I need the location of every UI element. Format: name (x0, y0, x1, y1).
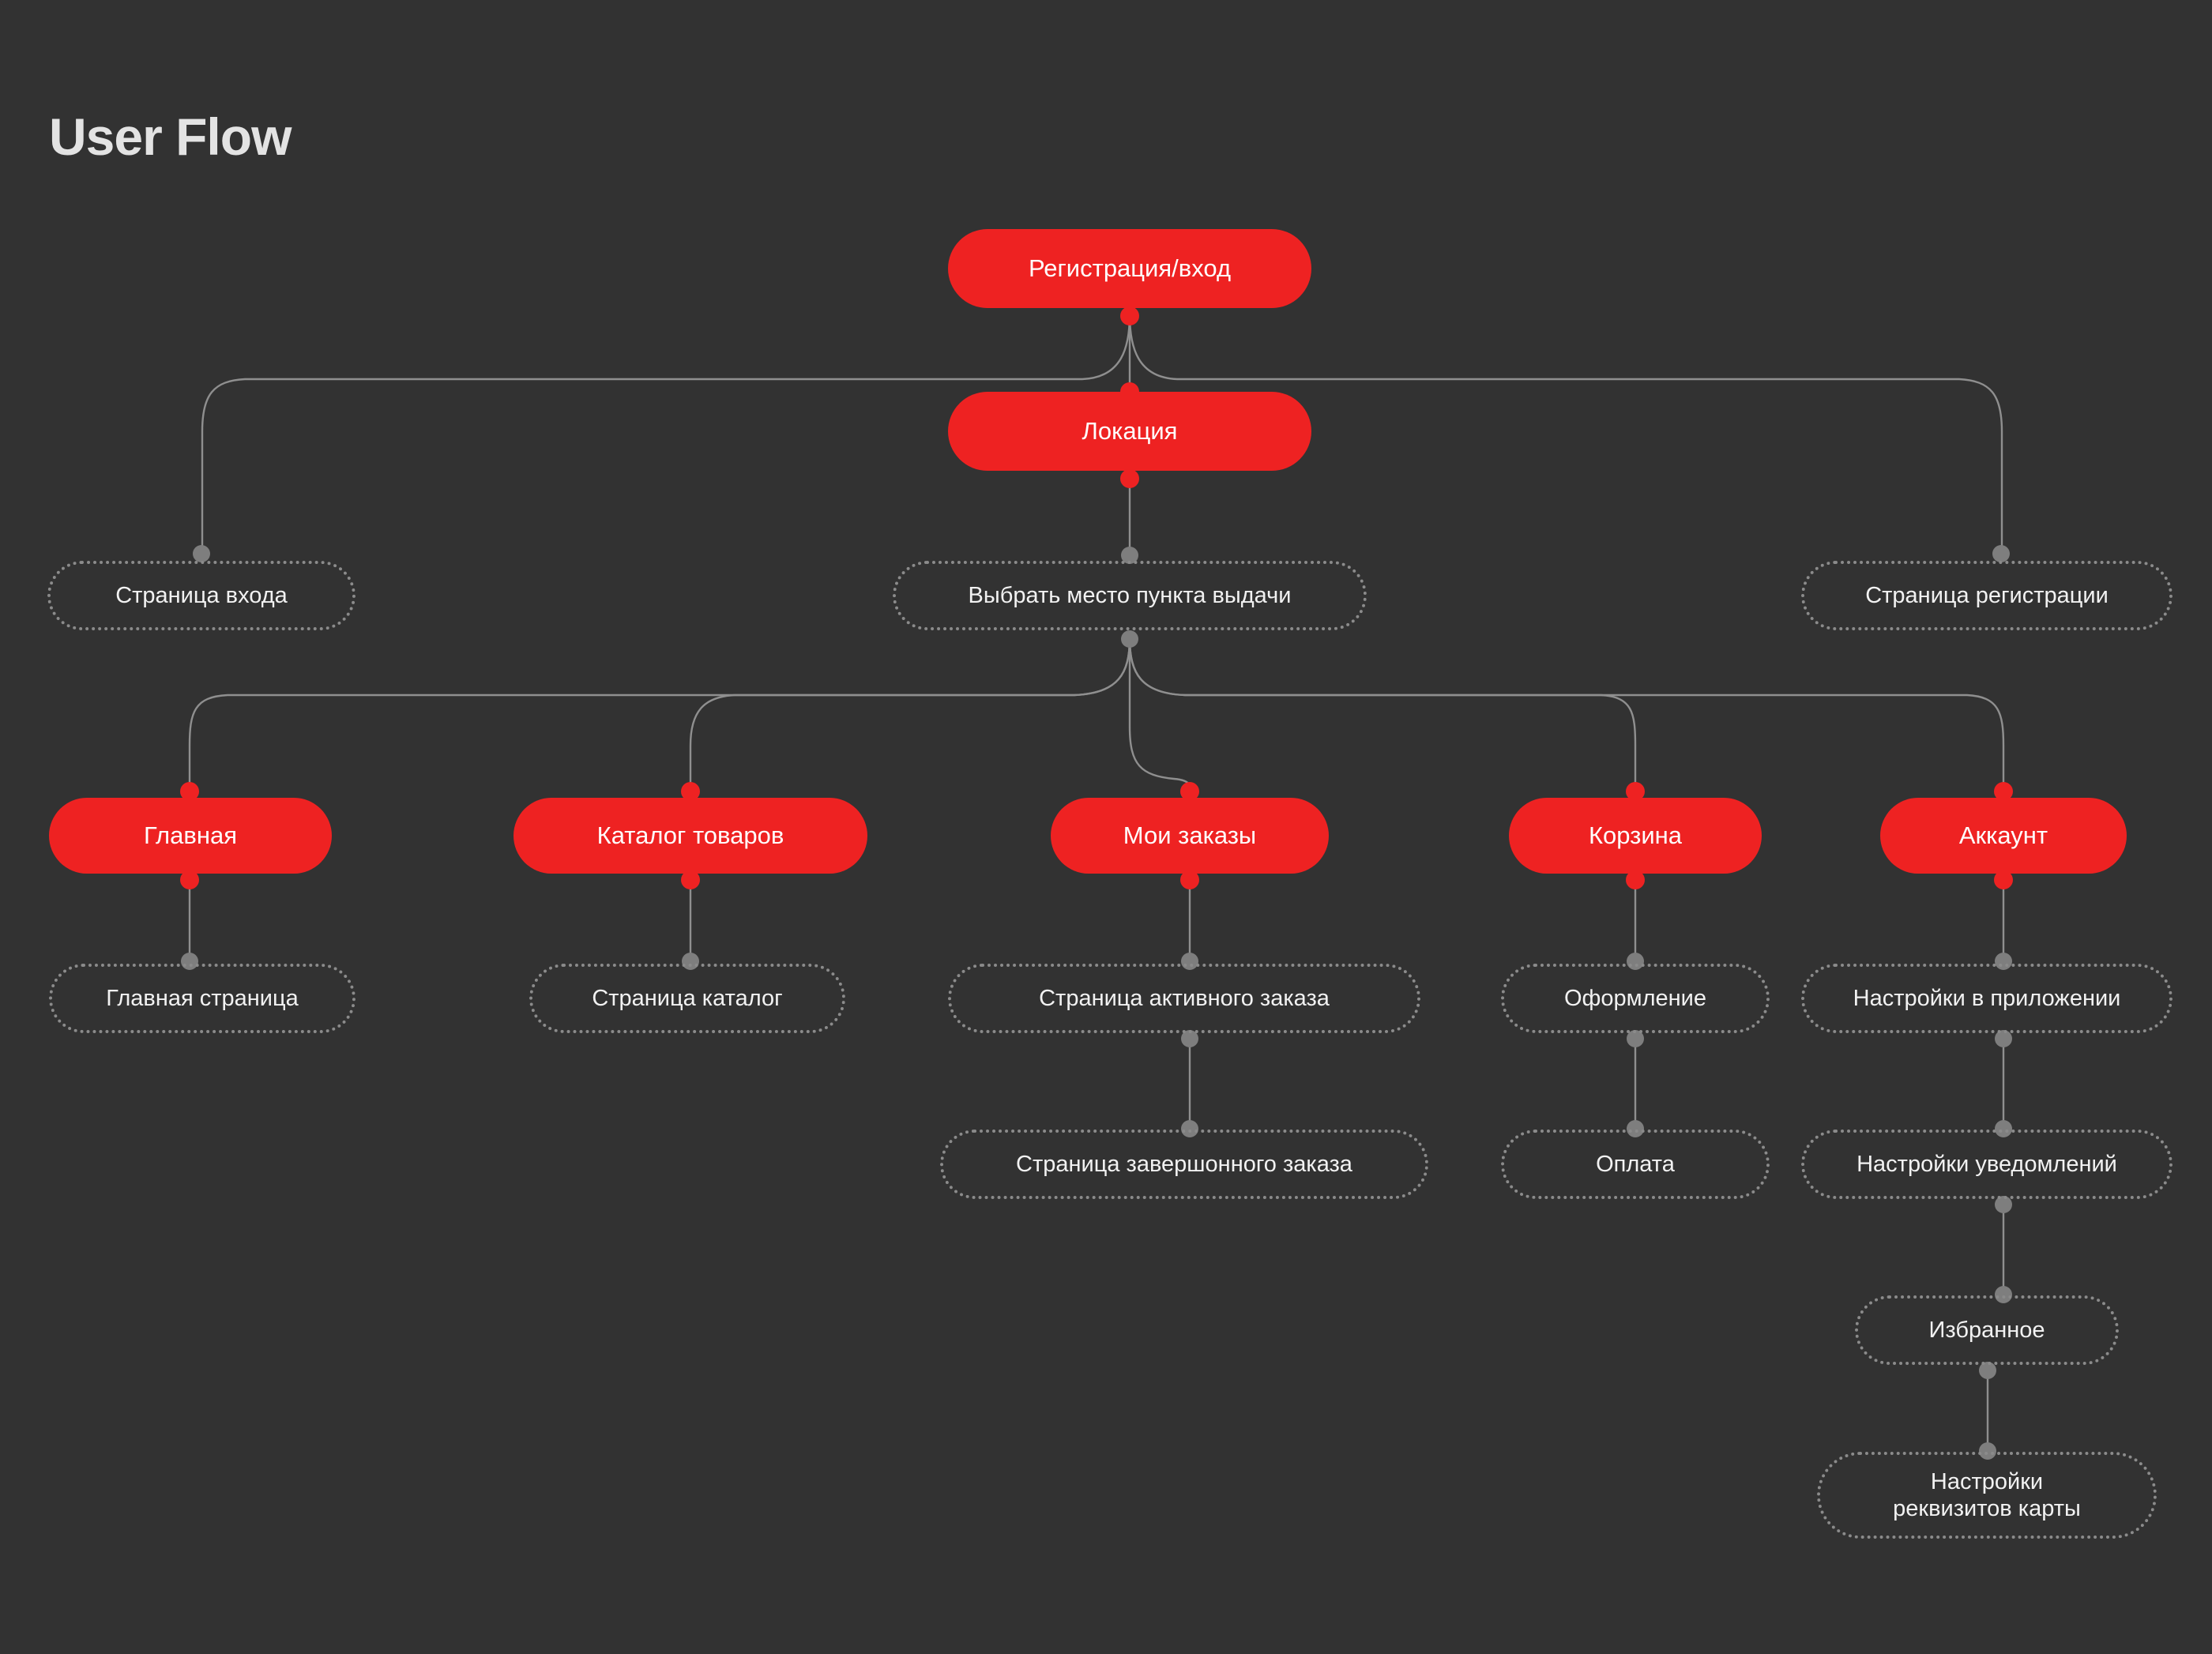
node-label: Локация (1082, 416, 1178, 445)
node-label: Аккаунт (1958, 821, 2048, 849)
connector-dot-checkout-out (1627, 1030, 1644, 1047)
node-my-orders[interactable]: Мои заказы (1051, 798, 1329, 874)
node-product-catalog[interactable]: Каталог товаров (514, 798, 867, 874)
connector-dot-home-out (180, 870, 199, 889)
node-home-page[interactable]: Главная страница (49, 964, 356, 1033)
connector-dot-location-out (1120, 469, 1139, 488)
edge-pickup-to-home (188, 637, 1131, 790)
node-app-settings[interactable]: Настройки в приложении (1801, 964, 2172, 1033)
connector-dot-pickup-in (1121, 547, 1138, 564)
edge-pickup-to-cart (1128, 637, 1637, 790)
node-label: Каталог товаров (596, 821, 784, 849)
node-label: Страница входа (115, 582, 288, 608)
node-label: Страница активного заказа (1039, 985, 1330, 1011)
connector-dot-favorites-out (1979, 1362, 1996, 1379)
node-completed-order-page[interactable]: Страница завершонного заказа (940, 1130, 1428, 1199)
node-catalog-page[interactable]: Страница каталог (529, 964, 845, 1033)
node-label: Оформление (1563, 985, 1706, 1011)
connector-dot-login-page-in (193, 545, 210, 562)
node-label: Мои заказы (1123, 821, 1257, 849)
node-account[interactable]: Аккаунт (1880, 798, 2127, 874)
node-home[interactable]: Главная (49, 798, 332, 874)
edge-pickup-to-account (1128, 637, 2005, 790)
node-checkout[interactable]: Оформление (1501, 964, 1770, 1033)
connector-dot-orders-out (1180, 870, 1199, 889)
connector-dot-activeorder-out (1181, 1030, 1198, 1047)
connector-dot-appsettings-out (1995, 1030, 2012, 1047)
node-label: Оплата (1596, 1151, 1675, 1177)
edge-pickup-to-catalog (689, 637, 1131, 790)
node-label: Главная страница (106, 985, 299, 1011)
node-select-pickup-point[interactable]: Выбрать место пункта выдачи (893, 561, 1367, 630)
node-active-order-page[interactable]: Страница активного заказа (948, 964, 1420, 1033)
node-location[interactable]: Локация (948, 392, 1311, 471)
node-registration-page[interactable]: Страница регистрации (1801, 561, 2172, 630)
node-label: Избранное (1928, 1317, 2045, 1343)
node-login-page[interactable]: Страница входа (47, 561, 356, 630)
connector-dot-account-out (1994, 870, 2013, 889)
edge-pickup-to-orders (1128, 638, 1191, 791)
node-cart[interactable]: Корзина (1509, 798, 1762, 874)
node-label: Настройки реквизитов карты (1893, 1468, 2081, 1521)
node-label: Страница каталог (592, 985, 783, 1011)
node-favorites[interactable]: Избранное (1855, 1295, 2119, 1365)
node-label: Главная (144, 821, 237, 849)
node-label: Выбрать место пункта выдачи (968, 582, 1292, 608)
connector-dot-cardsettings-in (1979, 1442, 1996, 1460)
connector-dot-catalog-out (681, 870, 700, 889)
node-label: Настройки уведомлений (1856, 1151, 2117, 1177)
node-notification-settings[interactable]: Настройки уведомлений (1801, 1130, 2172, 1199)
connector-dot-registration-out (1120, 306, 1139, 325)
node-registration-login[interactable]: Регистрация/вход (948, 229, 1311, 308)
node-label: Страница завершонного заказа (1016, 1151, 1352, 1177)
connector-dot-signup-page-in (1992, 545, 2010, 562)
connector-dot-pickup-out (1121, 630, 1138, 648)
node-payment[interactable]: Оплата (1501, 1130, 1770, 1199)
node-label: Корзина (1588, 821, 1683, 849)
connector-dot-cart-out (1626, 870, 1645, 889)
connector-dot-notifications-out (1995, 1196, 2012, 1213)
node-label: Регистрация/вход (1028, 254, 1232, 282)
page-title: User Flow (49, 107, 292, 166)
node-card-details-settings[interactable]: Настройки реквизитов карты (1817, 1452, 2157, 1539)
node-label: Настройки в приложении (1853, 985, 2121, 1011)
node-label: Страница регистрации (1865, 582, 2109, 608)
